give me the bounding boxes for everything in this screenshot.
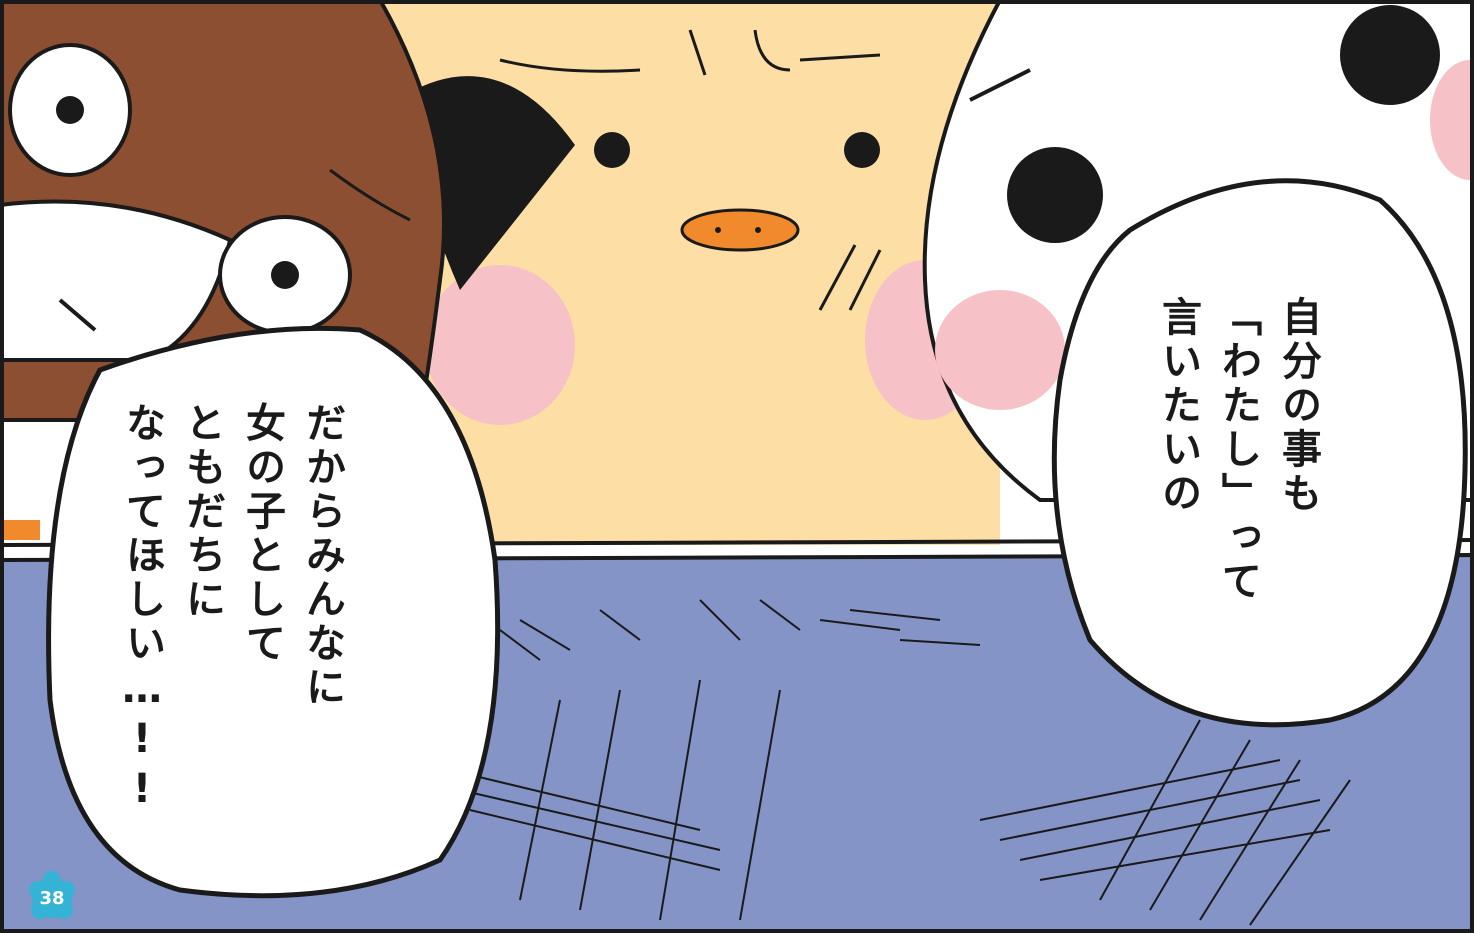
bird-eye-left — [594, 132, 630, 168]
black-ear — [405, 76, 575, 290]
brown-character — [0, 0, 446, 540]
bird-beak — [680, 208, 800, 252]
page-number-badge — [29, 871, 75, 919]
page-number: 38 — [39, 887, 65, 909]
speech-bubble-right — [1051, 178, 1468, 728]
speech-bubble-left — [46, 325, 501, 899]
bird-eye-right — [844, 132, 880, 168]
bird-blush-left — [425, 265, 575, 425]
panda-eye — [1007, 147, 1103, 243]
speech-text-right: 自分の事も 「わたし」って 言いたいの — [1155, 296, 1321, 604]
floor-hatching — [449, 599, 1351, 926]
speech-text-left: だからみんなに 女の子として ともだちに なってほしい…!! — [119, 402, 345, 816]
